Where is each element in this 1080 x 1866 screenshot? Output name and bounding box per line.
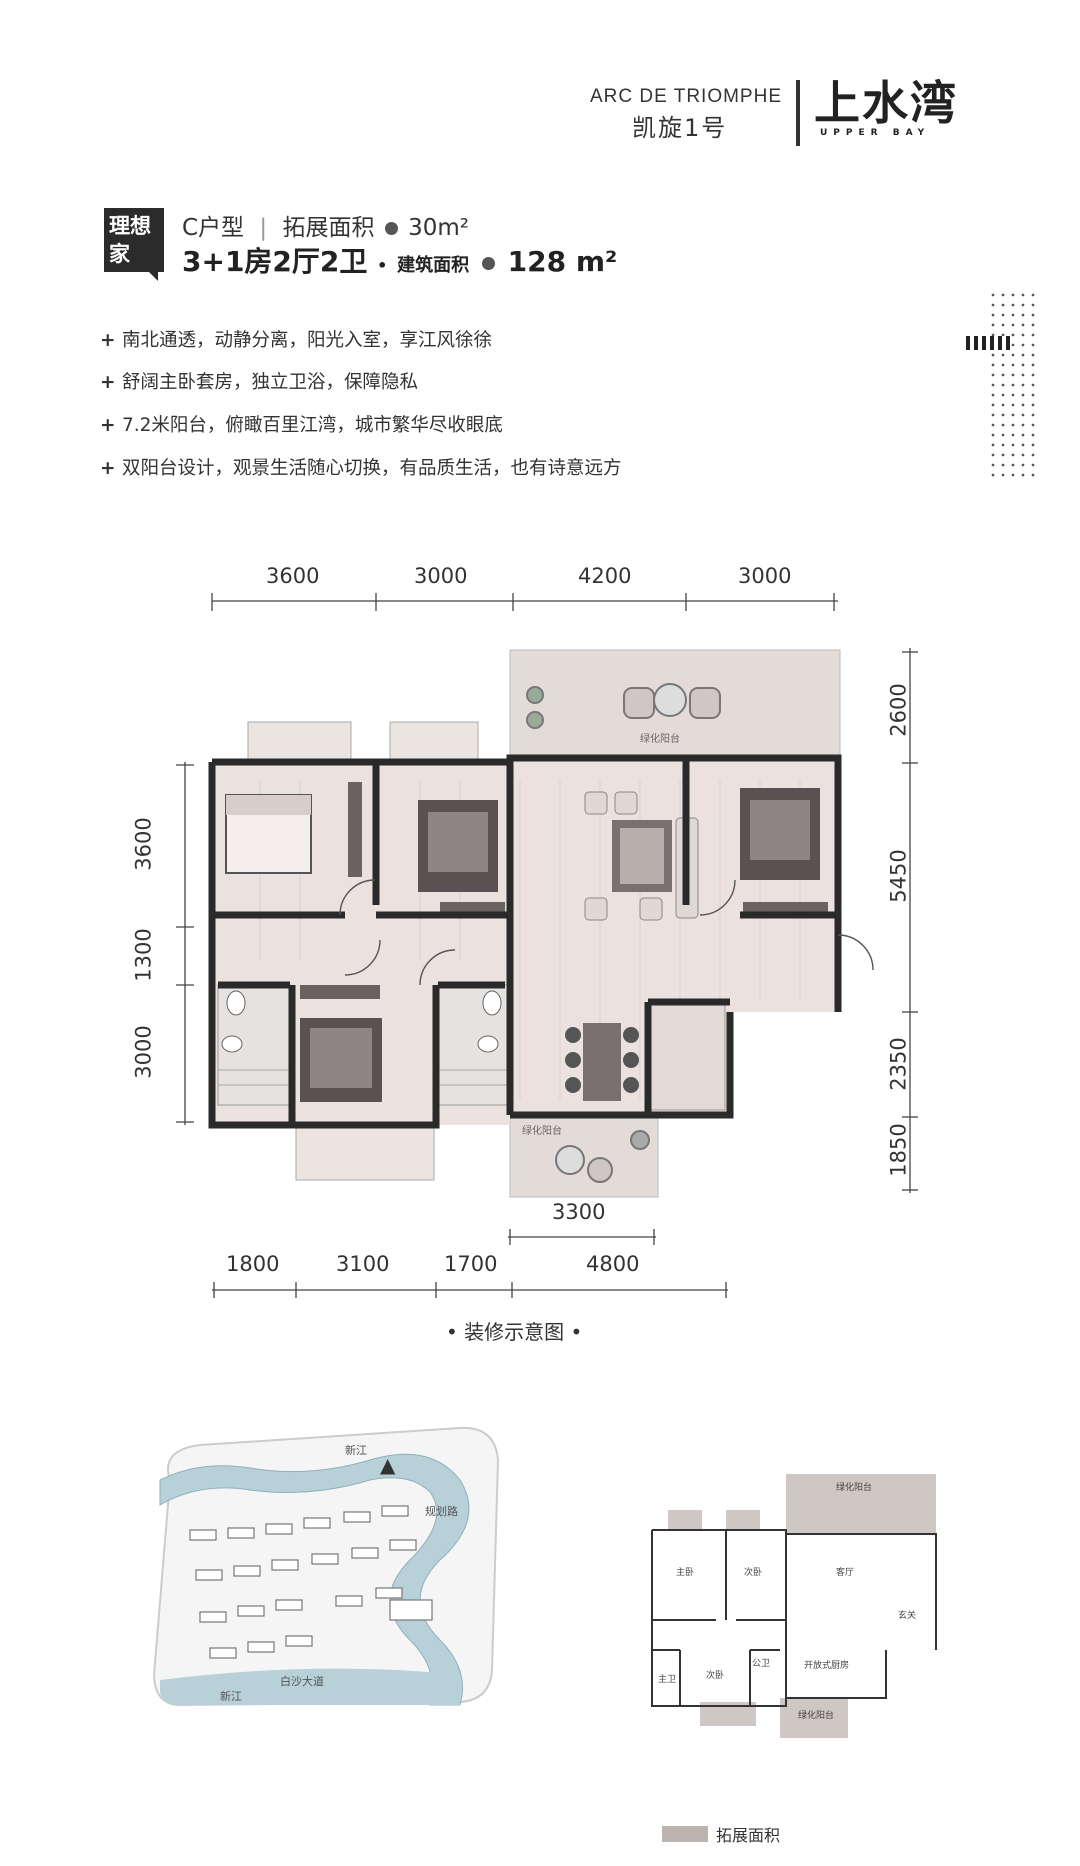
mini-second-label: 次卧 (744, 1566, 762, 1578)
dim-bottom-2: 3100 (336, 1252, 390, 1276)
mini-master-label: 主卧 (676, 1566, 694, 1578)
plus-icon: + (100, 458, 116, 479)
top-dimension-line (211, 593, 838, 611)
site-road-bottom-2: 新江 (220, 1689, 242, 1703)
plus-icon: + (100, 330, 116, 351)
toilets (221, 990, 502, 1053)
site-road-top: 新江 (345, 1443, 367, 1457)
legend-text: 拓展面积 (716, 1826, 781, 1845)
mini-balcony-bottom (780, 1698, 848, 1738)
bay-window-1 (247, 721, 352, 763)
beds (225, 788, 820, 1102)
unit-tag-text: 理想家 (109, 214, 151, 266)
dim-right-3: 2350 (886, 1037, 911, 1091)
ext-area-value: 30m² (408, 215, 469, 241)
dim-left-2: 1300 (131, 928, 156, 982)
mini-bath2-label: 公卫 (752, 1658, 770, 1669)
dim-top-2: 3000 (414, 564, 468, 588)
walls (208, 754, 842, 1129)
site-map: 新江 ▲ 规划路 白沙大道 新江 (152, 1426, 500, 1707)
unit-layout: 3+1房2厅2卫 (182, 245, 368, 278)
dim-right-2: 5450 (886, 849, 911, 903)
tile-pattern (218, 1069, 510, 1086)
dim-top-4: 3000 (738, 564, 792, 588)
mini-bath1-label: 主卫 (658, 1673, 676, 1685)
dim-bottom-3: 1700 (444, 1252, 498, 1276)
plus-icon: + (100, 372, 116, 393)
brand-logo: 上水湾 (814, 76, 958, 130)
mini-entry-label: 玄关 (898, 1609, 916, 1621)
mini-living-label: 客厅 (836, 1566, 854, 1578)
ext-area-label: 拓展面积 (282, 215, 375, 241)
site-buildings (189, 1505, 433, 1659)
checker-decoration (966, 336, 1010, 350)
mini-floor-plan: 绿化阳台 绿化阳台 主卧 次卧 客厅 玄关 主卫 公卫 次卧 开放式厨房 (651, 1474, 937, 1738)
dim-right-4: 1850 (886, 1123, 911, 1177)
plus-icon: + (100, 415, 116, 436)
build-area-label: 建筑面积 (397, 255, 470, 276)
plan-caption: • 装修示意图 • (446, 1320, 583, 1344)
unit-tag: 理想家 (104, 208, 164, 272)
feature-item: +南北通透，动静分离，阳光入室，享江风徐徐 (100, 330, 493, 351)
site-road-bottom: 白沙大道 (280, 1674, 324, 1688)
feature-item: +双阳台设计，观景生活随心切换，有品质生活，也有诗意远方 (100, 458, 622, 479)
feature-item: +7.2米阳台，俯瞰百里江湾，城市繁华尽收眼底 (100, 415, 503, 436)
balcony-top-label: 绿化阳台 (640, 732, 680, 745)
dim-bottom-1: 1800 (226, 1252, 280, 1276)
mini-balcony-top-label: 绿化阳台 (836, 1481, 872, 1493)
bay-window-2 (389, 721, 479, 763)
site-road-right: 规划路 (425, 1504, 458, 1518)
unit-layout-line: 3+1房2厅2卫 • 建筑面积 128 m² (182, 245, 618, 278)
dim-top-1: 3600 (266, 564, 320, 588)
build-area-value: 128 m² (507, 245, 618, 278)
wardrobes (300, 782, 828, 999)
bottom-dimension-line (212, 1229, 728, 1298)
feature-item: +舒阔主卧套房，独立卫浴，保障隐私 (100, 372, 419, 393)
unit-tag-tail (148, 271, 158, 281)
dining-table (565, 1023, 639, 1101)
brand-divider (796, 80, 800, 146)
living-furniture (584, 791, 699, 921)
brand-english-name: ARC DE TRIOMPHE (590, 86, 783, 107)
north-arrow-icon: ▲ (380, 1453, 396, 1477)
unit-type: C户型 (182, 215, 245, 241)
dot-pattern-decoration (988, 290, 1038, 480)
floor-plan: 绿化阳台 绿化阳台 (176, 593, 918, 1298)
dim-left-1: 3600 (131, 817, 156, 871)
door-swings (339, 879, 874, 986)
dim-left-3: 3000 (131, 1025, 156, 1079)
mini-balcony-top (786, 1474, 936, 1534)
area-bullet-icon (481, 256, 495, 270)
right-dimension-line (902, 648, 918, 1193)
dim-right-1: 2600 (886, 683, 911, 737)
brand-chinese-name: 凯旋1号 (632, 114, 728, 142)
balcony-bottom-label: 绿化阳台 (522, 1124, 562, 1137)
mini-kitchen-label: 开放式厨房 (804, 1659, 849, 1671)
left-dimension-line (176, 762, 194, 1125)
kitchen (649, 1004, 726, 1111)
ext-bullet-icon (384, 222, 398, 235)
mini-balcony-bottom-label: 绿化阳台 (798, 1709, 834, 1721)
mini-third-label: 次卧 (706, 1669, 724, 1681)
balcony-furniture (526, 683, 721, 1183)
dim-top-3: 4200 (578, 564, 632, 588)
brand-logo-subtitle: UPPER BAY (820, 128, 931, 138)
dim-balcony-bottom: 3300 (552, 1200, 606, 1224)
dim-bottom-4: 4800 (586, 1252, 640, 1276)
unit-type-line: C户型 | 拓展面积 30m² (182, 215, 469, 241)
legend-swatch (662, 1826, 708, 1842)
